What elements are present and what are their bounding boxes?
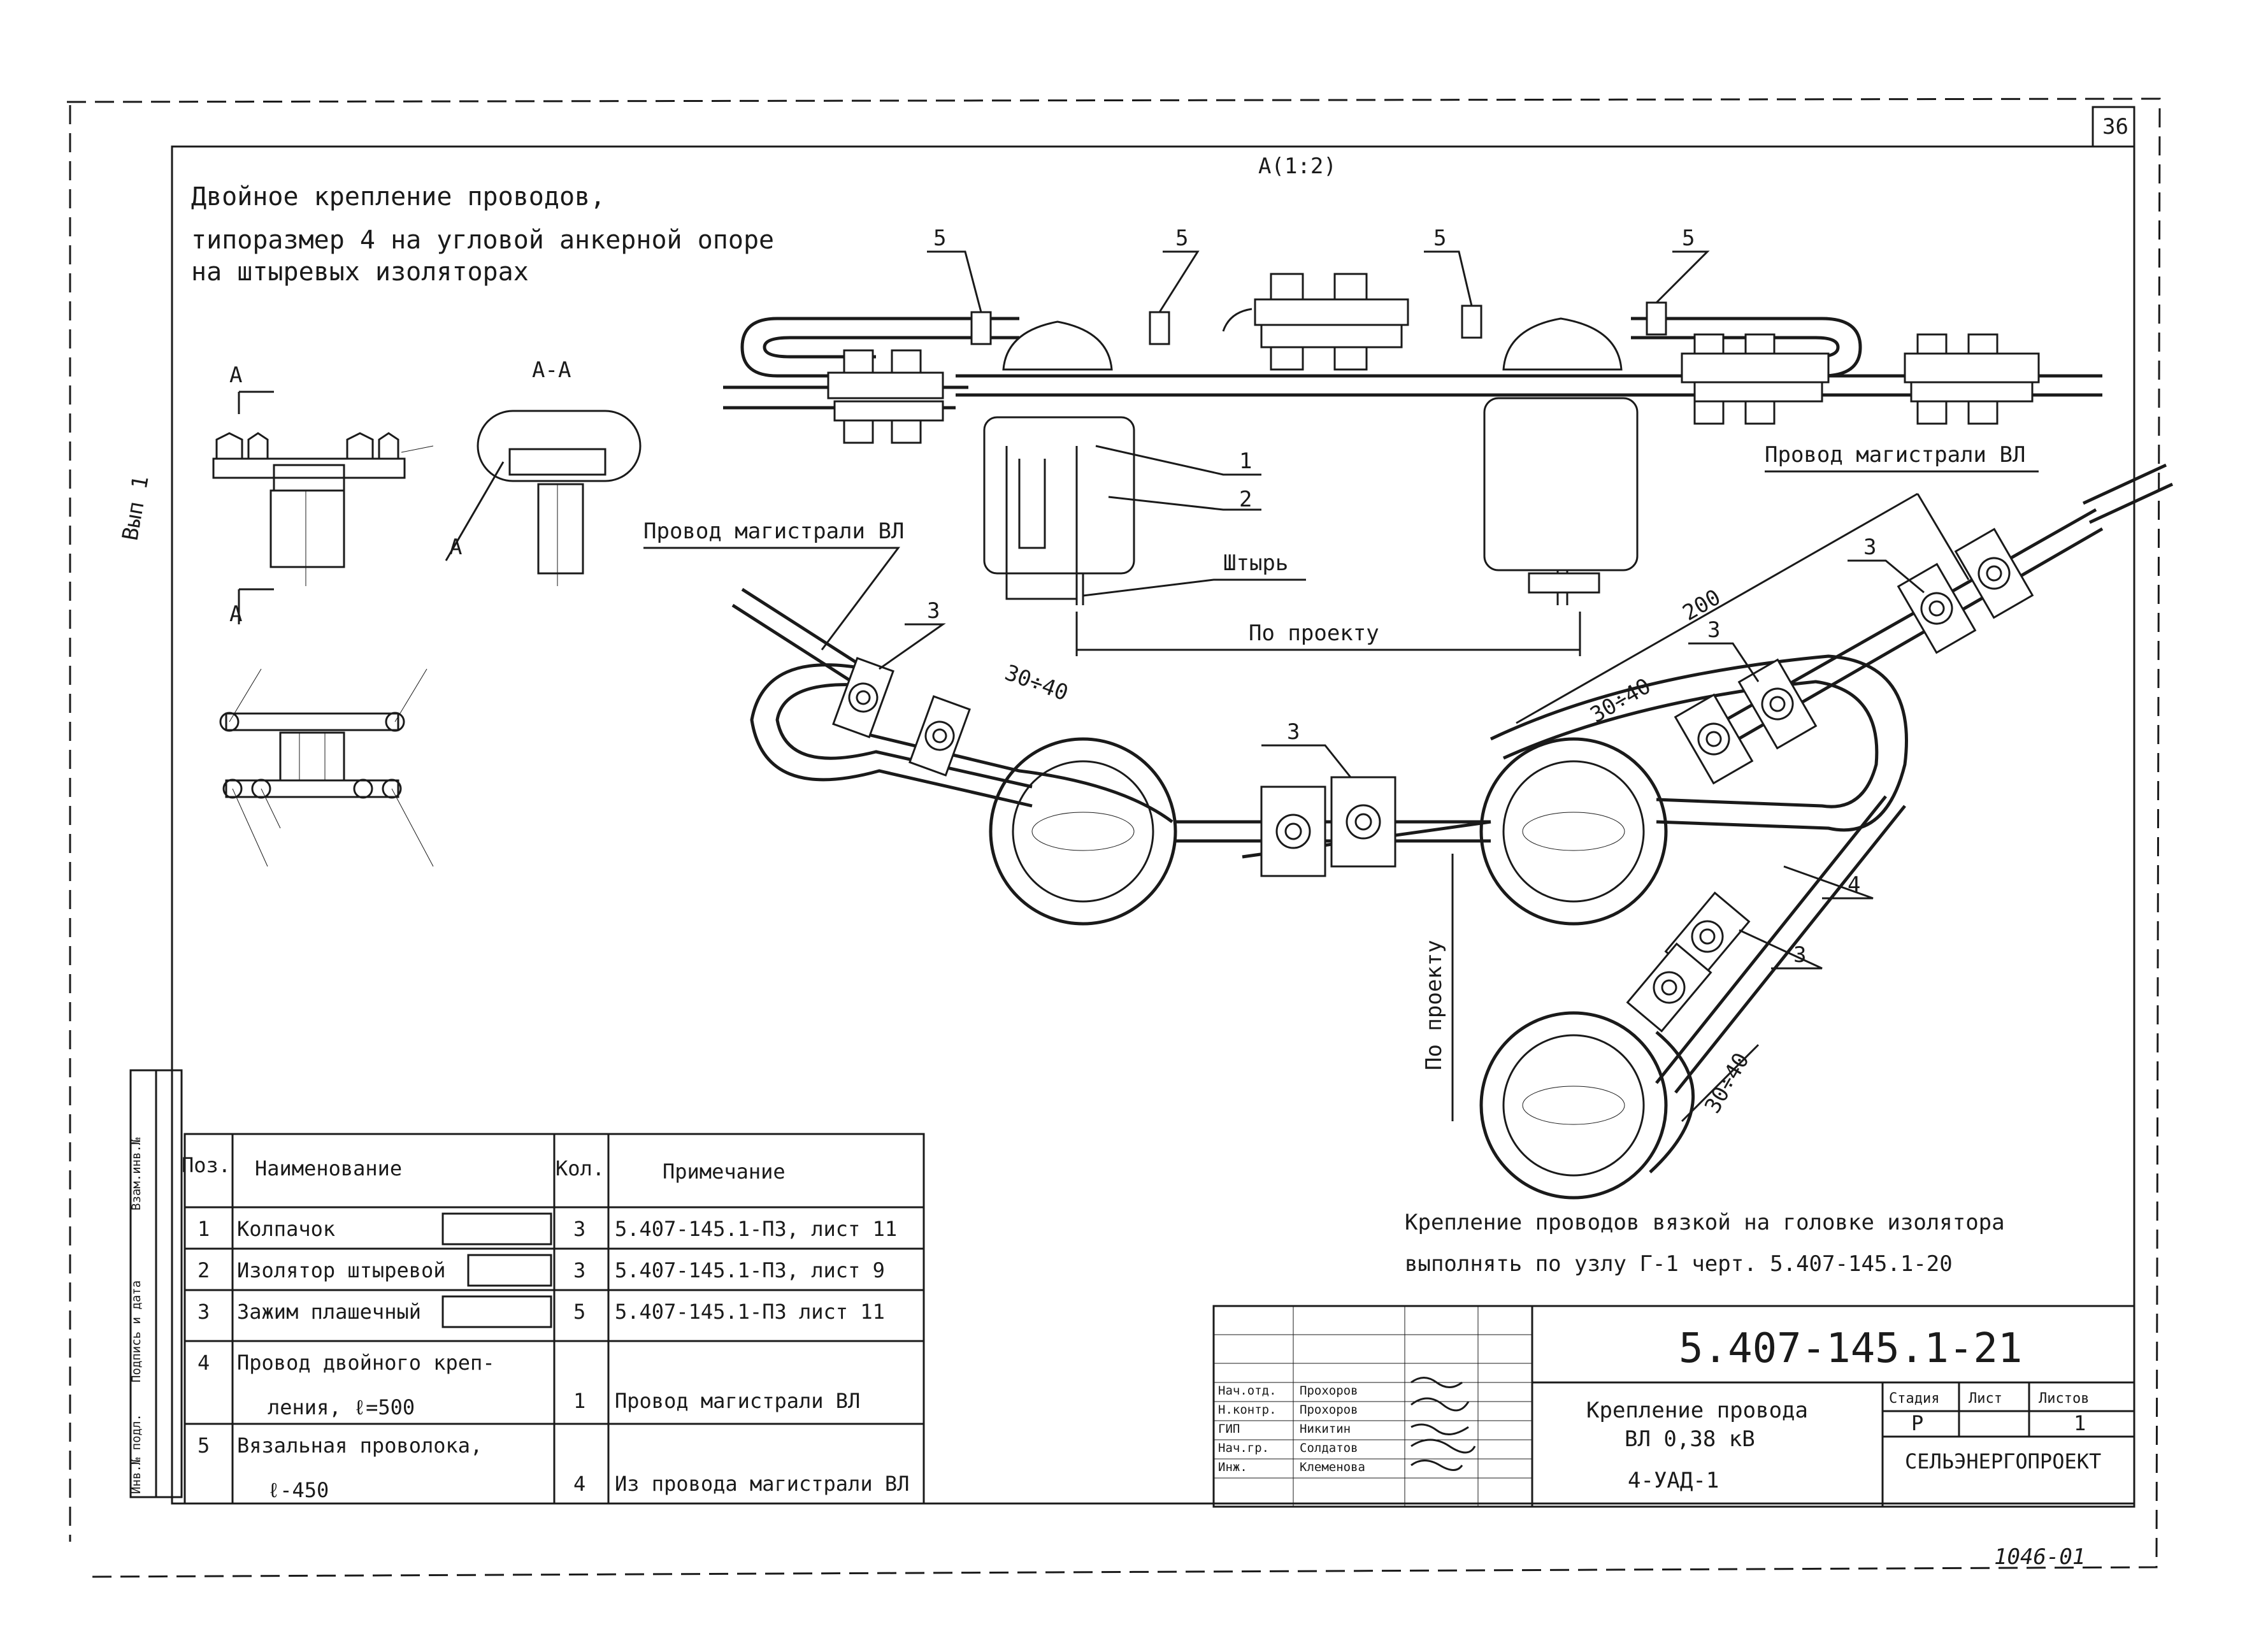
callout-pos-2: 2 xyxy=(1239,487,1252,512)
signature-role: Н.контр. xyxy=(1218,1403,1277,1417)
cut-label-bottom: А xyxy=(229,601,242,627)
callout-pin: Штырь xyxy=(1223,550,1288,576)
drawing-title-line-2: типоразмер 4 на угловой анкерной опоре xyxy=(191,226,774,255)
dim-by-project-horizontal: По проекту xyxy=(1249,621,1379,646)
signature-name: Клеменова xyxy=(1300,1460,1365,1474)
table-cell-note: 5.407-145.1-ПЗ, лист 11 xyxy=(615,1217,897,1241)
table-header-note: Примечание xyxy=(663,1159,786,1184)
callout-pos-1: 1 xyxy=(1239,449,1252,474)
table-cell-note: Из провода магистрали ВЛ xyxy=(615,1472,909,1496)
organization: СЕЛЬЭНЕРГОПРОЕКТ xyxy=(1905,1449,2101,1474)
table-cell-note: 5.407-145.1-ПЗ, лист 9 xyxy=(615,1258,885,1282)
callout-pos-5-a: 5 xyxy=(933,226,946,251)
side-strip-1: Инв.№ подл. xyxy=(129,1414,143,1494)
note-line-2: выполнять по узлу Г-1 черт. 5.407-145.1-… xyxy=(1405,1251,1953,1277)
callout-pos-3-c: 3 xyxy=(1707,617,1720,643)
table-header-qty: Кол. xyxy=(556,1156,605,1180)
table-cell-qty: 3 xyxy=(573,1217,585,1241)
sheet-frame xyxy=(66,97,2161,1578)
table-cell-name: Провод двойного креп- xyxy=(237,1351,495,1375)
drawing-title-line-3: на штыревых изоляторах xyxy=(191,257,529,287)
side-strip-2: Подпись и дата xyxy=(129,1281,143,1382)
callout-pos-3-b: 3 xyxy=(1287,719,1300,745)
signature-name: Никитин xyxy=(1300,1422,1351,1436)
doc-code: 5.407-145.1-21 xyxy=(1679,1325,2022,1372)
table-cell-name: ления, ℓ=500 xyxy=(268,1395,415,1419)
signature-name: Солдатов xyxy=(1300,1441,1358,1455)
table-cell-pos: 1 xyxy=(197,1217,210,1241)
signature-name: Прохоров xyxy=(1300,1403,1358,1417)
dim-30-40-c: 30÷40 xyxy=(1700,1049,1755,1118)
callout-pos-3-a: 3 xyxy=(927,598,940,624)
signature-name: Прохоров xyxy=(1300,1384,1358,1398)
dim-30-40-b: 30÷40 xyxy=(1586,673,1656,728)
sheet-number: 36 xyxy=(2102,114,2128,140)
handwritten-stamp: 1046-01 xyxy=(1994,1544,2085,1570)
dim-by-project-vertical: По проекту xyxy=(1421,940,1447,1070)
table-cell-qty: 4 xyxy=(573,1472,585,1496)
table-cell-pos: 5 xyxy=(197,1433,210,1458)
callout-pos-3-d: 3 xyxy=(1863,535,1876,560)
callout-pos-5-c: 5 xyxy=(1433,226,1446,251)
table-cell-name: Колпачок xyxy=(237,1217,335,1241)
note-line-1: Крепление проводов вязкой на головке изо… xyxy=(1405,1210,2005,1235)
view-a-elevation: 5 5 5 5 1 2 Штырь По проекту Провод маги… xyxy=(723,226,2102,656)
cut-label-top: А xyxy=(229,362,242,388)
table-cell-name: Вязальная проволока, xyxy=(237,1433,482,1458)
table-header-name: Наименование xyxy=(255,1156,402,1180)
table-cell-note: Провод магистрали ВЛ xyxy=(615,1389,860,1413)
table-cell-pos: 4 xyxy=(197,1351,210,1375)
table-cell-name: ℓ-450 xyxy=(268,1478,329,1502)
table-cell-name: Изолятор штыревой xyxy=(237,1258,446,1282)
signature-scribble xyxy=(1410,1377,1476,1471)
signature-role: Инж. xyxy=(1218,1460,1247,1474)
signature-role: Нач.отд. xyxy=(1218,1384,1277,1398)
section-a-a-sketch: А-А А xyxy=(445,357,642,586)
plan-sketch xyxy=(219,668,434,867)
description-line-2: ВЛ 0,38 кВ xyxy=(1625,1426,1755,1452)
description-line-1: Крепление провода xyxy=(1586,1398,1808,1423)
dim-30-40-a: 30÷40 xyxy=(1001,660,1072,707)
side-strip-3: Взам.инв.№ xyxy=(129,1137,143,1210)
callout-pos-5-b: 5 xyxy=(1175,226,1188,251)
table-cell-note: 5.407-145.1-ПЗ лист 11 xyxy=(615,1300,885,1324)
signature-role: Нач.гр. xyxy=(1218,1441,1269,1455)
margin-note: Вып 1 xyxy=(117,474,154,543)
stage-value: Р xyxy=(1911,1411,1923,1435)
scale-label: А(1:2) xyxy=(1258,154,1337,179)
drawing-title-line-1: Двойное крепление проводов, xyxy=(191,182,605,212)
signature-role: ГИП xyxy=(1218,1422,1240,1436)
front-view-sketch: А А xyxy=(212,362,434,627)
section-cut-label: А xyxy=(449,535,462,560)
sheets-header: Листов xyxy=(2039,1391,2089,1407)
table-cell-pos: 3 xyxy=(197,1300,210,1324)
table-cell-qty: 5 xyxy=(573,1300,585,1324)
section-label: А-А xyxy=(532,357,571,383)
plan-view-double-fastening: Провод магистрали ВЛ 3 30÷40 xyxy=(643,463,2174,1200)
node-code: 4-УАД-1 xyxy=(1628,1468,1719,1493)
drawing-title: Двойное крепление проводов, типоразмер 4… xyxy=(191,182,774,287)
callout-pos-3-e: 3 xyxy=(1793,942,1806,968)
table-cell-qty: 1 xyxy=(573,1389,585,1413)
label-main-line-wire-right: Провод магистрали ВЛ xyxy=(1765,442,2025,468)
specification-table: Инв.№ подл. Подпись и дата Взам.инв.№ По… xyxy=(129,1069,925,1505)
table-header-pos: Поз. xyxy=(182,1153,231,1177)
title-block: 5.407-145.1-21 Крепление провода ВЛ 0,38… xyxy=(1212,1305,2135,1508)
sheet-header: Лист xyxy=(1969,1391,2002,1407)
label-main-line-wire-left: Провод магистрали ВЛ xyxy=(643,519,904,544)
table-cell-name: Зажим плашечный xyxy=(237,1300,421,1324)
sheets-value: 1 xyxy=(2074,1411,2086,1435)
table-cell-qty: 3 xyxy=(573,1258,585,1282)
stage-header: Стадия xyxy=(1889,1391,1939,1407)
table-cell-pos: 2 xyxy=(197,1258,210,1282)
callout-pos-5-d: 5 xyxy=(1682,226,1695,251)
